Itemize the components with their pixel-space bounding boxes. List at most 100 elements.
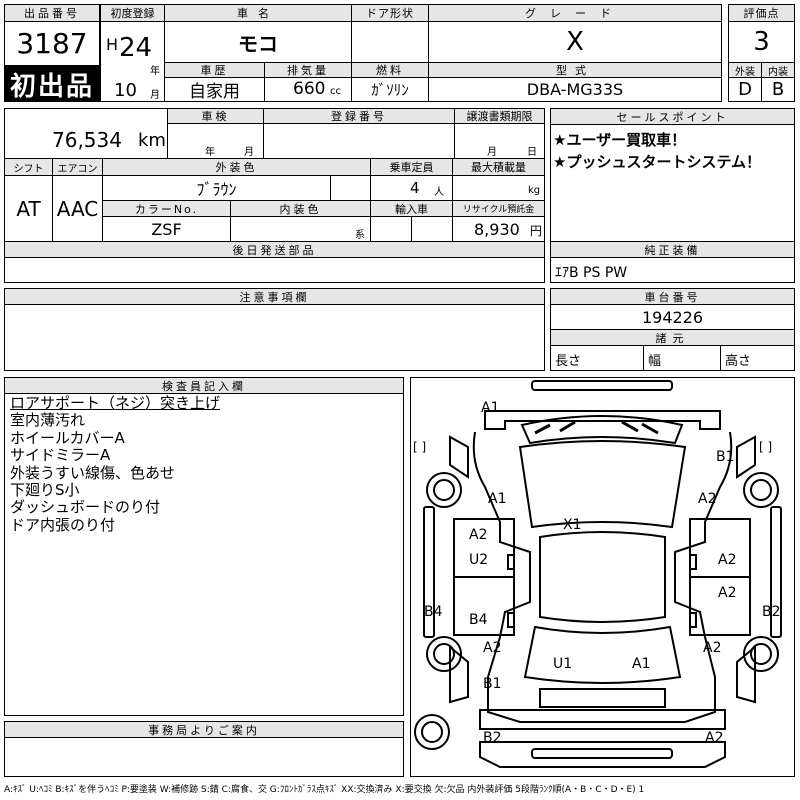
max-load-unit: kg bbox=[528, 185, 541, 196]
inspector-notes-label: 検査員記入欄 bbox=[4, 377, 404, 394]
inspection-month-unit: 月 bbox=[244, 147, 254, 158]
sales-points-box bbox=[550, 124, 795, 242]
door-box bbox=[351, 21, 429, 63]
registration-month: 10 bbox=[114, 80, 137, 101]
score: 3 bbox=[753, 27, 770, 57]
year-unit: 年 bbox=[150, 66, 160, 77]
interior-color-box bbox=[230, 216, 371, 242]
transfer-deadline-box bbox=[454, 123, 545, 159]
damage-left-rear-door: B4 bbox=[469, 612, 488, 628]
transfer-day-unit: 日 bbox=[527, 147, 537, 158]
exterior-color: ﾌﾞﾗｳﾝ bbox=[196, 180, 237, 199]
exterior-color-label: 外装色 bbox=[102, 158, 371, 176]
recycle-unit: 円 bbox=[530, 224, 543, 238]
later-parts-label: 後日発送部品 bbox=[4, 241, 545, 258]
max-load-label: 最大積載量 bbox=[452, 158, 545, 176]
transfer-month-unit: 月 bbox=[487, 147, 497, 158]
month-unit: 月 bbox=[150, 90, 160, 101]
shift-label: シフト bbox=[4, 158, 53, 176]
history: 自家用 bbox=[189, 82, 240, 102]
score-label: 評価点 bbox=[728, 4, 795, 22]
office-info-label: 事務局よりご案内 bbox=[4, 721, 404, 738]
ac-box bbox=[52, 175, 103, 242]
shift-box bbox=[4, 175, 53, 242]
inspection-year-unit: 年 bbox=[205, 147, 215, 158]
damage-trunk-right: A1 bbox=[632, 656, 651, 672]
notes-label: 注意事項欄 bbox=[4, 288, 545, 305]
inspector-note: 外装うすい線傷、色あせ bbox=[10, 463, 176, 482]
chassis-number-label: 車台番号 bbox=[550, 288, 795, 305]
damage-rear-bumper-left: B2 bbox=[483, 730, 502, 746]
notes-box bbox=[4, 304, 545, 371]
inspection-label: 車検 bbox=[167, 108, 264, 124]
recycle: 8,930 bbox=[474, 220, 520, 239]
import-box-left bbox=[370, 216, 412, 242]
length-box bbox=[550, 345, 644, 371]
inspector-note: サイドミラーA bbox=[10, 446, 111, 465]
registration-year: 24 bbox=[119, 33, 153, 63]
inspector-note: ホイールカバーA bbox=[10, 428, 125, 447]
inspector-notes-list: ロアサポート（ネジ）突き上げ 室内薄汚れ ホイールカバーA サイドミラーA 外装… bbox=[10, 394, 221, 534]
car-name-label: 車名 bbox=[164, 4, 352, 22]
damage-left-front-door-u: U2 bbox=[469, 552, 489, 568]
damage-right-rear-door: A2 bbox=[718, 585, 737, 601]
ac: AAC bbox=[56, 196, 99, 221]
width-label: 幅 bbox=[648, 354, 662, 369]
grade-label: グレード bbox=[428, 4, 722, 22]
damage-hood-right: A2 bbox=[698, 491, 717, 507]
displacement: 660 bbox=[293, 79, 326, 99]
exterior-grade: D bbox=[738, 79, 752, 100]
lot-number-label: 出品番号 bbox=[4, 4, 100, 22]
model: DBA-MG33S bbox=[526, 80, 624, 99]
length-label: 長さ bbox=[555, 354, 582, 369]
transfer-deadline-label: 譲渡書類期限 bbox=[454, 108, 545, 124]
inspector-note: 下廻りS小 bbox=[10, 481, 80, 500]
color-number-label: カラーNo. bbox=[102, 200, 231, 217]
exterior-color-box bbox=[102, 175, 331, 201]
equipment-box bbox=[550, 257, 795, 283]
capacity: 4 bbox=[410, 179, 420, 197]
inspector-note: ダッシュボードのり付 bbox=[10, 498, 161, 517]
model-box bbox=[428, 77, 722, 102]
legend: A:ｷｽﾞ U:ﾍｺﾐ B:ｷｽﾞを伴うﾍｺﾐ P:要塗装 W:補修跡 S:錆 … bbox=[4, 784, 645, 795]
import-label: 輸入車 bbox=[370, 200, 453, 217]
damage-roof: X1 bbox=[563, 517, 582, 533]
max-load-box bbox=[452, 175, 545, 201]
displacement-unit: cc bbox=[330, 86, 341, 97]
office-info-box bbox=[4, 737, 404, 777]
interior-grade: B bbox=[771, 79, 785, 100]
damage-left-rear-corner: B1 bbox=[483, 676, 502, 692]
sales-points-label: セールスポイント bbox=[550, 108, 795, 125]
interior-color-label: 内装色 bbox=[230, 200, 371, 217]
chassis-number-box bbox=[550, 304, 795, 330]
damage-front-right-fender: B1 bbox=[716, 449, 735, 465]
inspector-note: ドア内張のり付 bbox=[10, 515, 116, 534]
lot-number-box bbox=[4, 21, 100, 66]
damage-right-front-door: A2 bbox=[718, 552, 737, 568]
mileage: 76,534 bbox=[52, 128, 122, 152]
damage-hood-left: A1 bbox=[488, 491, 507, 507]
history-box bbox=[164, 77, 265, 102]
equipment-label: 純正装備 bbox=[550, 241, 795, 258]
height-label: 高さ bbox=[725, 354, 752, 369]
ac-label: エアコン bbox=[52, 158, 103, 176]
later-parts-box bbox=[4, 257, 545, 283]
damage-right-rear-fender: A2 bbox=[703, 640, 722, 656]
model-label: 型式 bbox=[428, 62, 722, 78]
color-number: ZSF bbox=[151, 219, 182, 239]
era-letter: H bbox=[106, 35, 119, 54]
registration-number-label: 登録番号 bbox=[263, 108, 455, 124]
interior-grade-label: 内装 bbox=[761, 62, 795, 78]
shift: AT bbox=[16, 196, 41, 221]
interior-color-unit: 系 bbox=[355, 230, 365, 241]
exterior-color-extra-box bbox=[330, 175, 371, 201]
inspector-note: ロアサポート（ネジ）突き上げ bbox=[10, 394, 221, 412]
damage-right-rocker: B2 bbox=[762, 604, 781, 620]
specs-label: 諸元 bbox=[550, 329, 795, 346]
spare-bracket-left: [ ] bbox=[413, 440, 427, 454]
capacity-unit: 人 bbox=[434, 187, 444, 198]
interior-grade-box bbox=[761, 77, 795, 102]
fuel-box bbox=[351, 77, 429, 102]
equipment: ｴｱB PS PW bbox=[555, 265, 628, 281]
damage-front-bumper: A1 bbox=[481, 400, 500, 416]
